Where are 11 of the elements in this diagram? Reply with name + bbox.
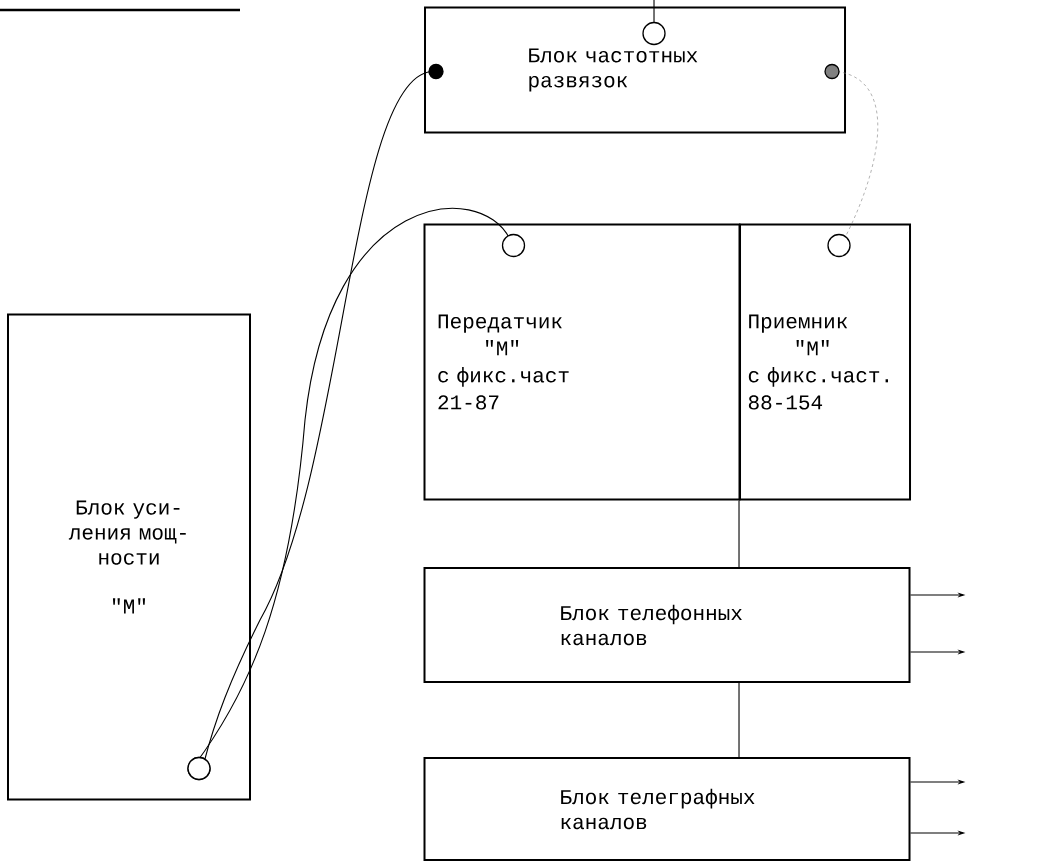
connector-line — [824, 63, 878, 258]
block-box: Блок телеграфных каналов — [423, 757, 911, 861]
connector-line — [738, 682, 740, 758]
connector-line — [642, 0, 666, 46]
connector-line — [738, 499, 740, 568]
block-box: Передатчик "М" с фикс.част 21-87 — [423, 223, 741, 501]
block-box: Блок частотных развязок — [424, 6, 846, 134]
connector-line — [187, 207, 526, 781]
block-box: Блок телефонных каналов — [423, 567, 911, 683]
block-box: Приемник "М" с фикс.част. 88-154 — [739, 223, 911, 501]
block-box: Блок уси- ления мощ- ности "М" — [7, 313, 251, 801]
